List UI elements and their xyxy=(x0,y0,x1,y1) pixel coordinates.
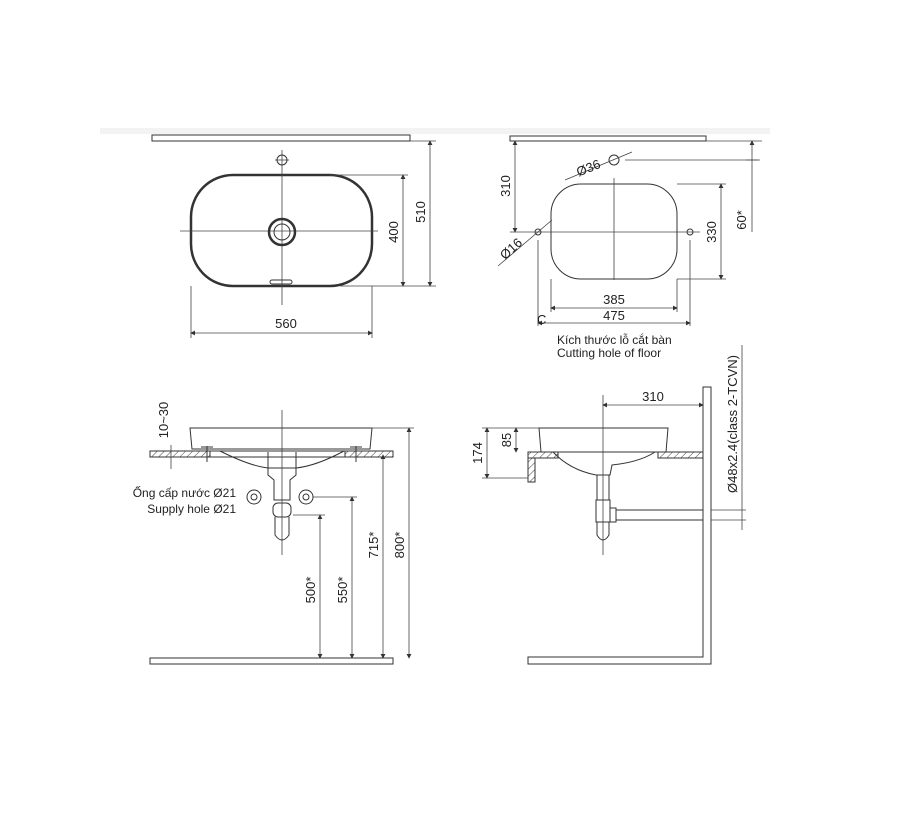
trap-icon xyxy=(596,522,610,541)
label-tap-hole: Ø36 xyxy=(574,156,602,179)
dim-hole-width: 385 xyxy=(603,292,625,307)
floor-line xyxy=(149,657,394,665)
front-view: Ống cấp nước Ø21 Supply hole Ø21 10~30 5… xyxy=(133,402,414,665)
wall-line xyxy=(509,135,707,142)
dim-basin-height: 85 xyxy=(499,433,514,447)
dim-fixing-spacing: 475 xyxy=(603,308,625,323)
dim-rim-height: 10~30 xyxy=(156,402,171,439)
corner-mark: C xyxy=(537,312,546,327)
supply-valve-icon xyxy=(298,489,314,505)
drain-pipe xyxy=(596,475,610,500)
overflow-slot xyxy=(269,279,293,285)
supply-label-en: Supply hole Ø21 xyxy=(147,502,236,516)
dim-wall-to-drain: 310 xyxy=(642,389,664,404)
dim-rim-total-height: 800* xyxy=(392,532,407,559)
dim-wall-to-center: 310 xyxy=(498,175,513,197)
cutting-hole-view: 310 Ø36 Ø16 330 60* 385 475 C Kích thước… xyxy=(497,135,762,360)
label-fixing-hole: Ø16 xyxy=(497,235,525,263)
supply-valve-icon xyxy=(246,489,262,505)
basin-outline xyxy=(189,173,374,288)
dim-width: 560 xyxy=(275,316,297,331)
caption-en: Cutting hole of floor xyxy=(557,346,661,360)
wall-line xyxy=(151,134,411,142)
dim-hole-depth: 330 xyxy=(704,221,719,243)
top-view: 560 400 510 xyxy=(151,134,436,338)
wall-floor-line xyxy=(527,386,712,665)
dim-wall-to-front: 510 xyxy=(413,201,428,223)
fixing-hole-icon xyxy=(686,228,694,236)
side-view: 310 174 85 Ø48x2.4(class 2-TCVN) xyxy=(470,345,746,665)
dim-supply-height: 550* xyxy=(335,577,350,604)
dim-tap-offset: 60* xyxy=(734,210,749,230)
basin-profile xyxy=(538,427,669,453)
supply-label-vi: Ống cấp nước Ø21 xyxy=(133,485,237,500)
drain-pipe xyxy=(267,452,297,501)
dim-counter-height: 715* xyxy=(366,532,381,559)
drain-icon xyxy=(267,217,297,247)
label-pipe-spec: Ø48x2.4(class 2-TCVN) xyxy=(725,355,740,493)
dim-depth: 400 xyxy=(386,221,401,243)
basin-profile xyxy=(189,427,373,450)
tap-hole-icon xyxy=(608,154,620,166)
dim-trap-height: 500* xyxy=(303,577,318,604)
fixing-hole-icon xyxy=(534,228,542,236)
caption-vi: Kích thước lỗ cắt bàn xyxy=(557,332,672,347)
trap-icon xyxy=(274,517,290,541)
dim-total-height: 174 xyxy=(470,442,485,464)
